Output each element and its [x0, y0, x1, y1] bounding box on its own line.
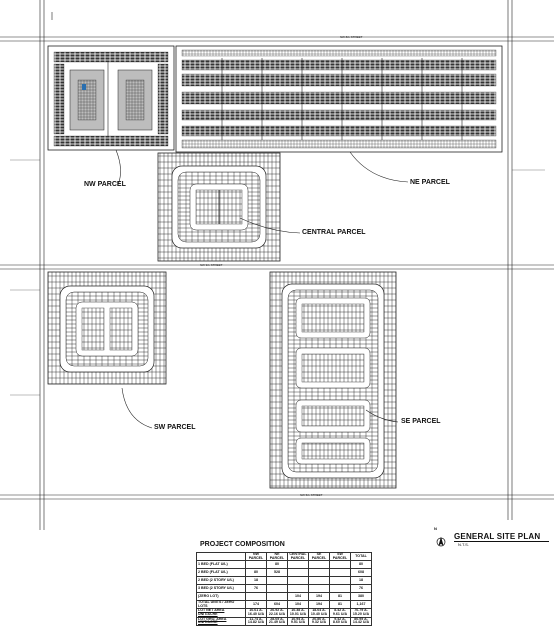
value-cell: 28.05 A. 21.49 U/A — [266, 616, 288, 626]
table-row: 1 BED (FLAT U/L) 80 80 — [196, 560, 372, 570]
value-cell: 10.94 A. 9.51 U/A — [287, 616, 309, 626]
value-cell — [308, 576, 330, 586]
sw-parcel-plan — [47, 271, 167, 385]
street-label-north: SW 8th STREET — [340, 35, 363, 39]
value-cell: 528 — [266, 568, 288, 578]
north-arrow-icon — [436, 536, 446, 547]
value-cell: 76 — [350, 584, 372, 594]
value-cell: 80 — [350, 560, 372, 570]
value-cell: 9.42 A. 8.60 U/A — [329, 616, 351, 626]
value-cell — [266, 584, 288, 594]
header-cell: NW PARCEL — [245, 551, 267, 562]
value-cell: 380 — [350, 592, 372, 602]
value-cell: 76 — [245, 584, 267, 594]
se-parcel-plan — [269, 271, 397, 489]
nw-parcel-label: NW PARCEL — [84, 181, 126, 188]
composition-table: NW PARCEL NE PARCEL CENTRAL PARCEL SE PA… — [196, 551, 372, 626]
value-cell — [287, 576, 309, 586]
value-cell: 26.92 A. 22.16 U/A — [266, 608, 288, 618]
row-label-cell: 2 BED (2 STORY U/L) — [196, 576, 246, 586]
header-cell: TOTAL — [350, 551, 372, 562]
header-cell: CENTRAL PARCEL — [287, 551, 309, 562]
central-parcel-label: CENTRAL PARCEL — [302, 229, 366, 236]
row-label-cell: LOT GRO. AREA UNIT/ACRE — [196, 616, 246, 626]
value-cell: 20.80 A. 9.32 U/A — [308, 616, 330, 626]
value-cell — [329, 568, 351, 578]
row-label-cell: LOT NET AREA UNIT/ACRE — [196, 608, 246, 618]
value-cell: 11.74 A. 14.82 U/A — [245, 616, 267, 626]
north-marker: N — [434, 526, 437, 531]
value-cell — [287, 560, 309, 570]
label-leaders — [115, 149, 409, 429]
ne-parcel-plan — [175, 45, 503, 153]
roads — [0, 0, 554, 530]
value-cell: 10.38 A. 10.01 U/A — [287, 608, 309, 618]
ne-parcel-label: NE PARCEL — [410, 179, 450, 186]
value-cell — [308, 584, 330, 594]
value-cell: 18 — [245, 576, 267, 586]
value-cell — [287, 584, 309, 594]
value-cell: 194 — [308, 592, 330, 602]
title-underline — [454, 541, 549, 542]
value-cell — [329, 560, 351, 570]
value-cell — [287, 568, 309, 578]
value-cell: 80 — [245, 568, 267, 578]
value-cell — [308, 568, 330, 578]
value-cell: 18 — [350, 576, 372, 586]
street-label-south: SW 5th STREET — [300, 493, 323, 497]
value-cell: 80.95 A. 14.42 U/A — [350, 616, 372, 626]
value-cell — [308, 560, 330, 570]
value-cell — [329, 576, 351, 586]
value-cell: 76.79 A. 15.20 U/A — [350, 608, 372, 618]
header-cell: SE PARCEL — [308, 551, 330, 562]
value-cell — [266, 576, 288, 586]
row-label-cell: 3 BED (2 STORY U/L) — [196, 584, 246, 594]
header-cell — [196, 551, 246, 562]
plan-scale: N.T.S. — [458, 542, 469, 547]
value-cell — [266, 592, 288, 602]
sw-parcel-label: SW PARCEL — [154, 424, 196, 431]
composition-header-row: NW PARCEL NE PARCEL CENTRAL PARCEL SE PA… — [196, 551, 372, 562]
value-cell: 8.42 A. 9.61 U/A — [329, 608, 351, 618]
nw-parcel-plan — [47, 45, 175, 151]
title-block: N GENERAL SITE PLAN N.T.S. — [432, 526, 550, 552]
value-cell: 608 — [350, 568, 372, 578]
street-label-mid: SW 9th STREET — [200, 263, 223, 267]
value-cell — [329, 584, 351, 594]
value-cell — [245, 592, 267, 602]
value-cell: 80 — [266, 560, 288, 570]
header-cell: NE PARCEL — [266, 551, 288, 562]
row-label-cell: 1 BED (FLAT U/L) — [196, 560, 246, 570]
value-cell — [245, 560, 267, 570]
value-cell: 10.61 A. 16.40 U/A — [245, 608, 267, 618]
se-parcel-label: SE PARCEL — [401, 418, 441, 425]
composition-title: PROJECT COMPOSITION — [200, 541, 285, 548]
row-label-cell: 2 BED (FLAT U/L) — [196, 568, 246, 578]
value-cell: 81 — [329, 592, 351, 602]
header-cell: SW PARCEL — [329, 551, 351, 562]
value-cell: 104 — [287, 592, 309, 602]
central-parcel-plan — [157, 152, 281, 262]
value-cell: 18.64 A. 10.40 U/A — [308, 608, 330, 618]
plan-title: GENERAL SITE PLAN — [454, 532, 541, 541]
